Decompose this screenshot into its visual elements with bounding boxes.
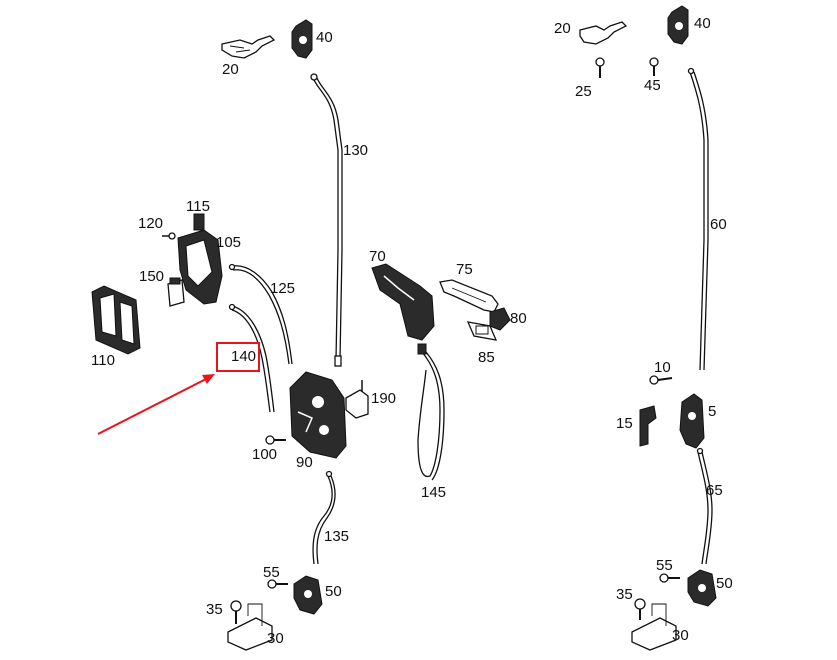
part-20-right-bracket xyxy=(579,21,628,45)
label-45: 45 xyxy=(644,77,661,94)
label-65: 65 xyxy=(706,482,723,499)
part-45-bolt xyxy=(649,57,659,76)
label-140: 140 xyxy=(231,348,256,365)
label-25: 25 xyxy=(575,83,592,100)
cable-135 xyxy=(312,470,336,565)
label-15: 15 xyxy=(616,415,633,432)
part-150-block xyxy=(167,277,185,307)
part-105-housing xyxy=(177,229,223,305)
label-70: 70 xyxy=(369,248,386,265)
cable-140 xyxy=(228,303,275,413)
label-135: 135 xyxy=(324,528,349,545)
label-20-left: 20 xyxy=(222,61,239,78)
label-75: 75 xyxy=(456,261,473,278)
part-55-right-screw xyxy=(659,573,680,583)
label-115: 115 xyxy=(186,198,210,215)
part-100-screw xyxy=(265,435,286,445)
cable-130 xyxy=(310,73,343,367)
label-60: 60 xyxy=(710,216,727,233)
part-90-lock xyxy=(289,371,347,459)
label-5: 5 xyxy=(708,403,716,420)
red-arrow-icon xyxy=(97,374,215,435)
part-35-right-bolt xyxy=(634,598,646,620)
label-110: 110 xyxy=(91,352,115,369)
label-90: 90 xyxy=(296,454,313,471)
label-20-right: 20 xyxy=(554,20,571,37)
label-50-left: 50 xyxy=(325,583,342,600)
highlight-box-140 xyxy=(216,342,260,372)
part-85-gasket xyxy=(466,321,498,341)
part-190-bracket xyxy=(345,380,369,419)
label-145: 145 xyxy=(421,484,446,501)
label-30-left: 30 xyxy=(267,630,284,647)
part-55-left-screw xyxy=(267,579,288,589)
label-55-right: 55 xyxy=(656,557,673,574)
part-40-right-actuator xyxy=(667,5,689,45)
part-50-left-lock xyxy=(293,575,323,615)
label-55-left: 55 xyxy=(263,564,280,581)
label-85: 85 xyxy=(478,349,495,366)
label-120: 120 xyxy=(138,215,163,232)
label-130: 130 xyxy=(343,142,368,159)
part-30-right-striker xyxy=(631,603,677,651)
part-10-screw xyxy=(649,375,673,385)
cable-145 xyxy=(417,343,445,481)
part-5-lock xyxy=(679,393,705,449)
label-10: 10 xyxy=(654,359,671,376)
cable-65 xyxy=(696,447,713,565)
label-50-right: 50 xyxy=(716,575,733,592)
part-50-right-lock xyxy=(687,569,717,607)
part-120-screw xyxy=(162,232,176,240)
label-40-left: 40 xyxy=(316,29,333,46)
part-15-bracket xyxy=(639,405,657,447)
label-105: 105 xyxy=(216,234,241,251)
part-30-left-striker xyxy=(227,603,273,651)
part-40-left-actuator xyxy=(291,19,313,59)
part-35-left-bolt xyxy=(230,600,242,624)
label-190: 190 xyxy=(371,390,396,407)
cable-60 xyxy=(687,67,709,371)
label-150: 150 xyxy=(139,268,164,285)
part-25-bolt xyxy=(595,57,605,78)
part-20-left-bracket xyxy=(221,35,276,59)
label-125: 125 xyxy=(270,280,295,297)
label-35-right: 35 xyxy=(616,586,633,603)
label-100: 100 xyxy=(252,446,277,463)
part-115-clip xyxy=(193,213,205,231)
label-30-right: 30 xyxy=(672,627,689,644)
part-80-cap xyxy=(489,307,511,331)
part-75-handle xyxy=(439,279,499,313)
label-40-right: 40 xyxy=(694,15,711,32)
part-70-carrier xyxy=(371,263,435,341)
part-110-frame xyxy=(91,285,141,355)
cable-125 xyxy=(228,263,293,365)
label-35-left: 35 xyxy=(206,601,223,618)
label-80: 80 xyxy=(510,310,527,327)
